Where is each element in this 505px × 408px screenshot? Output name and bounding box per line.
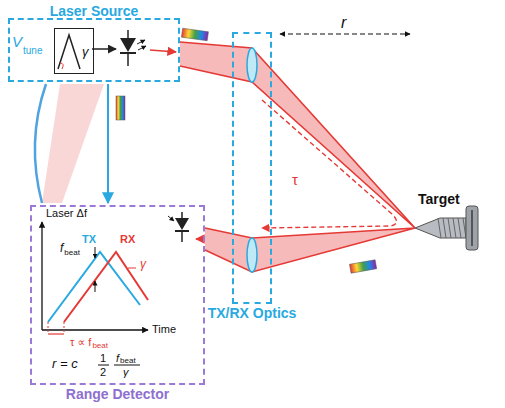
relation-label: τ ∝ f bbox=[70, 336, 91, 348]
beam-connector bbox=[107, 84, 109, 203]
relation-subscript: beat bbox=[92, 342, 108, 351]
range-label: r bbox=[341, 14, 346, 32]
group-title: Laser Source bbox=[50, 3, 139, 19]
formula-numerator: f bbox=[116, 352, 119, 364]
formula-text: r = c bbox=[52, 357, 78, 371]
beat-subscript: beat bbox=[64, 249, 80, 258]
slope-label: γ bbox=[140, 258, 146, 271]
formula-denominator: 2 bbox=[100, 366, 106, 378]
formula-numerator: 1 bbox=[100, 352, 106, 364]
curve-label: TX bbox=[82, 233, 96, 245]
group-title: TX/RX Optics bbox=[208, 305, 297, 321]
axis-label: Laser Δf bbox=[46, 207, 87, 219]
group-title: Range Detector bbox=[66, 386, 169, 402]
target-label: Target bbox=[418, 192, 460, 207]
signal-name: V bbox=[12, 34, 22, 51]
delay-label: τ bbox=[292, 172, 298, 189]
signal-subscript: tune bbox=[23, 45, 42, 56]
axis-label: Time bbox=[152, 323, 176, 335]
slope-symbol: γ bbox=[82, 45, 89, 59]
dashed-group-box: TX/RX Optics bbox=[232, 32, 272, 304]
formula-subscript: beat bbox=[120, 357, 136, 366]
curve-label: RX bbox=[120, 233, 135, 245]
ramp-generator-box: γ bbox=[54, 28, 94, 74]
formula-denominator: γ bbox=[123, 366, 129, 378]
beat-label: f bbox=[60, 242, 63, 255]
